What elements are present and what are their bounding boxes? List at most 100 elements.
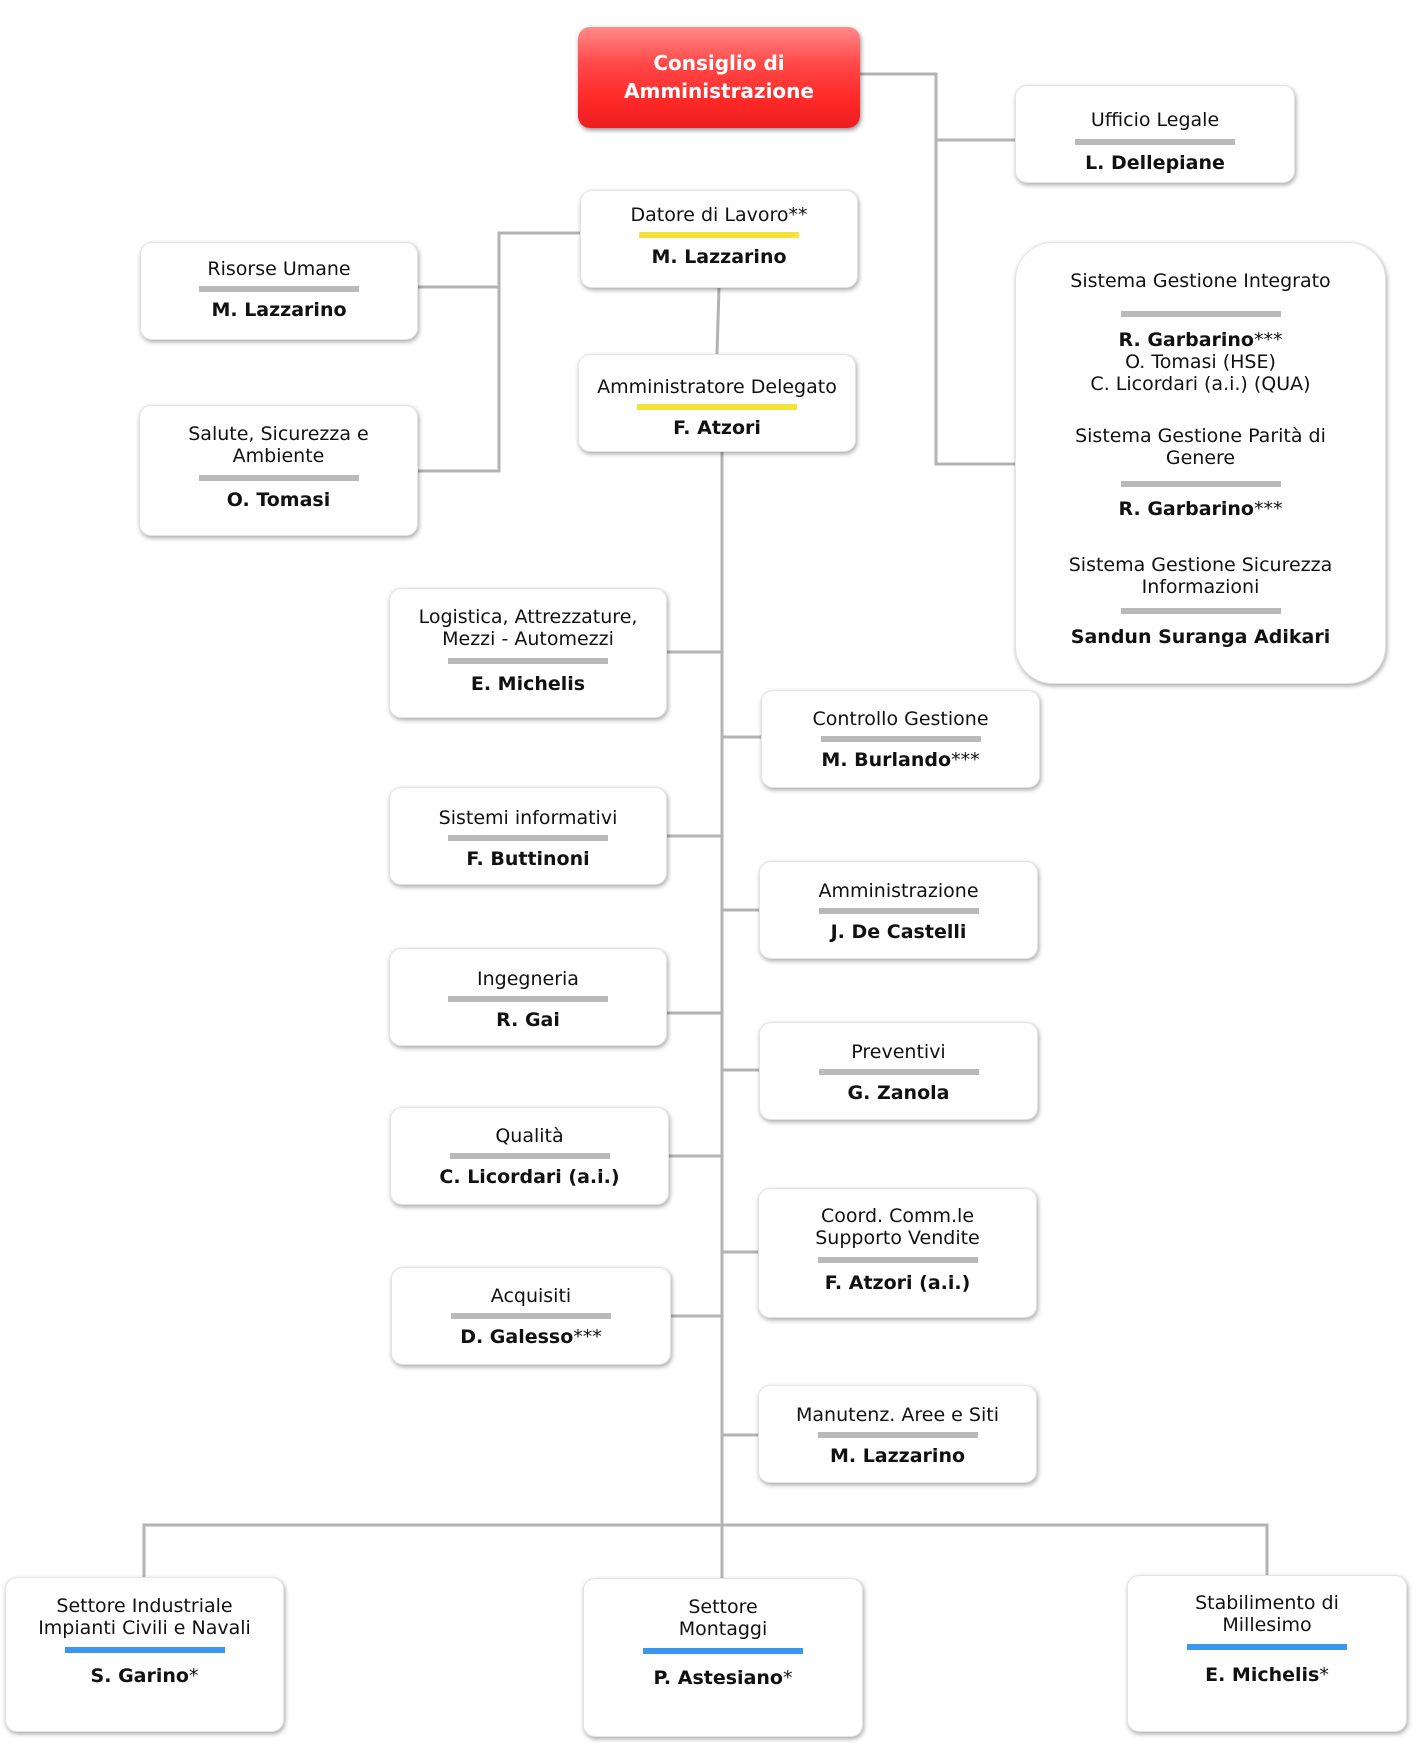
hse-role-l1: Salute, Sicurezza e: [188, 423, 369, 445]
unit-bar: [818, 1069, 979, 1075]
unit-name: D. Galesso***: [392, 1326, 670, 1348]
sector-installations-box[interactable]: Settore Montaggi P. Astesiano*: [583, 1578, 863, 1737]
hse-box[interactable]: Salute, Sicurezza e Ambiente O. Tomasi: [139, 405, 418, 536]
board-of-directors-box[interactable]: Consiglio di Amministrazione: [578, 27, 860, 128]
sector-name: S. Garino*: [6, 1665, 283, 1687]
unit-name: E. Michelis: [390, 673, 666, 695]
unit-role-l1: Preventivi: [851, 1041, 946, 1063]
unit-name-text: C. Licordari (a.i.): [439, 1166, 620, 1188]
sector-role-l1: Stabilimento di: [1195, 1592, 1339, 1614]
unit-role-l1: Amministrazione: [818, 880, 979, 902]
hse-bar: [198, 475, 359, 481]
ceo-box[interactable]: Amministratore Delegato F. Atzori: [578, 354, 856, 452]
unit-controlling-box[interactable]: Controllo Gestione M. Burlando***: [761, 690, 1040, 788]
board-title-line2: Amministrazione: [624, 79, 814, 103]
sector-name-text: P. Astesiano: [653, 1667, 783, 1689]
ceo-bar: [637, 404, 797, 410]
board-title-line1: Consiglio di: [653, 51, 785, 75]
connector-employer-staff: [418, 231, 580, 473]
hse-role-l2: Ambiente: [232, 445, 325, 467]
unit-it-box[interactable]: Sistemi informativi F. Buttinoni: [389, 787, 667, 885]
employer-box[interactable]: Datore di Lavoro** M. Lazzarino: [580, 190, 858, 288]
unit-role-l2: Supporto Vendite: [815, 1227, 980, 1249]
unit-name: R. Gai: [390, 1009, 666, 1031]
legal-office-box[interactable]: Ufficio Legale L. Dellepiane: [1015, 85, 1295, 183]
unit-administration-box[interactable]: Amministrazione J. De Castelli: [759, 861, 1038, 959]
unit-role-l1: Sistemi informativi: [438, 807, 618, 829]
employer-name: M. Lazzarino: [651, 246, 787, 268]
unit-role-l1: Acquisiti: [490, 1285, 572, 1307]
connector-bottom: [142, 1523, 1269, 1577]
legal-office-role: Ufficio Legale: [1090, 109, 1220, 131]
unit-bar: [820, 736, 981, 742]
hse-name: O. Tomasi: [226, 489, 331, 511]
unit-estimates-box[interactable]: Preventivi G. Zanola: [759, 1022, 1038, 1120]
legal-office-bar: [1075, 139, 1235, 145]
management-systems-box[interactable]: Sistema Gestione Integrato R. Garbarino*…: [1015, 242, 1386, 684]
sector-name-suffix: *: [782, 1667, 793, 1689]
sector-bar: [643, 1648, 803, 1654]
sector-name-text: E. Michelis: [1205, 1664, 1320, 1686]
unit-name-text: G. Zanola: [847, 1082, 950, 1104]
unit-name: J. De Castelli: [760, 921, 1037, 943]
unit-name: M. Lazzarino: [759, 1445, 1036, 1467]
unit-name: G. Zanola: [760, 1082, 1037, 1104]
unit-role-l1: Controllo Gestione: [812, 708, 989, 730]
unit-maintenance-box[interactable]: Manutenz. Aree e Siti M. Lazzarino: [758, 1385, 1037, 1483]
unit-name: F. Buttinoni: [390, 848, 666, 870]
connector-employer-ceo: [715, 287, 721, 355]
sgpg-bar: [1120, 481, 1281, 487]
sgpg-owner-name: R. Garbarino: [1118, 498, 1255, 520]
unit-engineering-box[interactable]: Ingegneria R. Gai: [389, 948, 667, 1046]
unit-role-l1: Ingegneria: [477, 968, 579, 990]
unit-quality-box[interactable]: Qualità C. Licordari (a.i.): [390, 1107, 669, 1205]
unit-name-text: F. Buttinoni: [466, 848, 590, 870]
unit-role-l2: Mezzi - Automezzi: [442, 628, 614, 650]
unit-name-suffix: ***: [951, 749, 980, 771]
sector-name-text: S. Garino: [90, 1665, 189, 1687]
sector-bar: [1187, 1644, 1347, 1650]
hr-box[interactable]: Risorse Umane M. Lazzarino: [140, 242, 418, 340]
hr-name: M. Lazzarino: [211, 299, 347, 321]
sgpg-role-l1: Sistema Gestione Parità di: [1075, 425, 1326, 447]
sgi-qua: C. Licordari (a.i.) (QUA): [1090, 373, 1311, 395]
sgsi-role-l2: Informazioni: [1141, 576, 1260, 598]
unit-purchasing-box[interactable]: Acquisiti D. Galesso***: [391, 1267, 671, 1365]
sector-role-l1: Settore: [688, 1596, 758, 1618]
unit-name-text: M. Burlando: [821, 749, 952, 771]
unit-name-text: J. De Castelli: [830, 921, 967, 943]
sector-bar: [64, 1647, 225, 1653]
unit-name-text: R. Gai: [496, 1009, 560, 1031]
unit-name: M. Burlando***: [762, 749, 1039, 771]
sgi-bar: [1120, 311, 1281, 317]
unit-bar: [451, 1313, 611, 1319]
unit-role-l1: Logistica, Attrezzature,: [418, 606, 638, 628]
sgsi-owner-name: Sandun Suranga Adikari: [1070, 626, 1331, 648]
unit-bar: [817, 1257, 978, 1263]
sgsi-role-l1: Sistema Gestione Sicurezza: [1068, 554, 1333, 576]
unit-sales-support-box[interactable]: Coord. Comm.le Supporto Vendite F. Atzor…: [758, 1188, 1037, 1318]
connector-board-staff: [860, 72, 1015, 466]
unit-role-l1: Manutenz. Aree e Siti: [796, 1404, 999, 1426]
unit-name-text: E. Michelis: [470, 673, 586, 695]
unit-logistics-box[interactable]: Logistica, Attrezzature, Mezzi - Automez…: [389, 588, 667, 718]
sgi-owner-name: R. Garbarino: [1118, 329, 1255, 351]
hr-role: Risorse Umane: [207, 258, 351, 280]
sgi-hse: O. Tomasi (HSE): [1125, 351, 1276, 373]
sgpg-owner-suffix: ***: [1254, 498, 1283, 520]
sector-plant-box[interactable]: Stabilimento di Millesimo E. Michelis*: [1127, 1575, 1407, 1732]
unit-name-text: F. Atzori (a.i.): [824, 1272, 971, 1294]
sgi-role: Sistema Gestione Integrato: [1070, 270, 1331, 292]
sgpg-owner: R. Garbarino***: [1016, 498, 1385, 520]
unit-name: C. Licordari (a.i.): [391, 1166, 668, 1188]
sector-role-l2: Impianti Civili e Navali: [38, 1617, 251, 1639]
employer-role: Datore di Lavoro**: [630, 204, 808, 226]
legal-office-name: L. Dellepiane: [1085, 152, 1225, 174]
sector-role-l2: Millesimo: [1222, 1614, 1312, 1636]
unit-bar: [448, 835, 608, 841]
sector-industrial-box[interactable]: Settore Industriale Impianti Civili e Na…: [5, 1577, 284, 1732]
unit-role-l1: Qualità: [495, 1125, 564, 1147]
sector-name-suffix: *: [188, 1665, 199, 1687]
sgpg-role-l2: Genere: [1165, 447, 1236, 469]
